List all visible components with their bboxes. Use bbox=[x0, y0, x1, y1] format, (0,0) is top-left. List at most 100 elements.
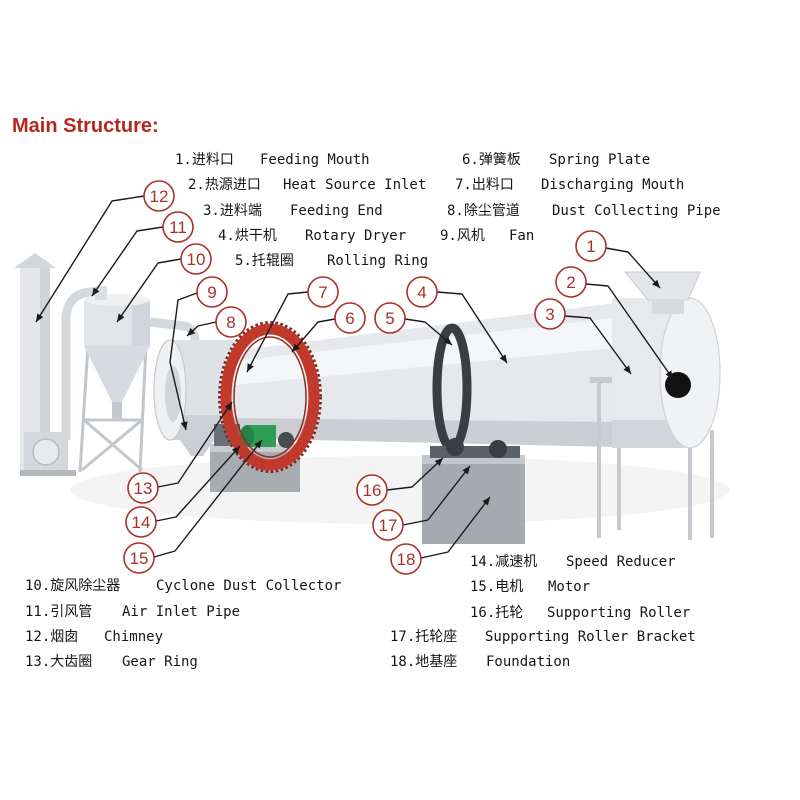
callout-number: 12 bbox=[150, 187, 169, 206]
legend-cn: 进料端 bbox=[219, 203, 262, 219]
legend-en: Rotary Dryer bbox=[305, 228, 407, 244]
legend-cn: 地基座 bbox=[415, 654, 458, 670]
legend-en: Air Inlet Pipe bbox=[122, 604, 241, 620]
legend-number: 8. bbox=[447, 203, 464, 219]
supporting-roller bbox=[489, 440, 507, 458]
gear-ring-teeth bbox=[218, 321, 322, 473]
legend-en: Foundation bbox=[486, 654, 571, 670]
leader-line-16 bbox=[386, 457, 444, 491]
cyclone-leg-left bbox=[78, 344, 90, 473]
legend-en: Gear Ring bbox=[122, 654, 198, 670]
legend-number: 12. bbox=[25, 629, 51, 645]
legend-item-rotary-dryer: 4.烘干机 Rotary Dryer bbox=[218, 227, 406, 245]
callout-17: 17 bbox=[372, 509, 404, 541]
cyclone-top bbox=[84, 294, 150, 306]
legend-number: 2. bbox=[188, 177, 205, 193]
callout-11: 11 bbox=[162, 211, 194, 243]
callout-15: 15 bbox=[123, 542, 155, 574]
callout-4: 4 bbox=[406, 276, 438, 308]
callout-12: 12 bbox=[143, 180, 175, 212]
legend-en: Fan bbox=[509, 228, 535, 244]
cyclone-outlet bbox=[112, 402, 122, 420]
callout-circle bbox=[372, 509, 404, 541]
cyclone-leg-right bbox=[138, 344, 148, 473]
cyclone-brace bbox=[81, 418, 143, 472]
legend-en: Speed Reducer bbox=[566, 554, 676, 570]
legend-number: 15. bbox=[470, 579, 496, 595]
callout-16: 16 bbox=[356, 474, 388, 506]
legend-en: Dust Collecting Pipe bbox=[552, 203, 721, 219]
legend-cn: 出料口 bbox=[471, 177, 514, 193]
legend-number: 13. bbox=[25, 654, 51, 670]
chimney-shade bbox=[40, 268, 50, 473]
leader-line-13 bbox=[157, 401, 233, 488]
callout-6: 6 bbox=[334, 302, 366, 334]
callout-circle bbox=[555, 266, 587, 298]
legend-number: 17. bbox=[390, 629, 416, 645]
drum-highlight bbox=[225, 318, 615, 386]
support-leg bbox=[688, 440, 692, 540]
callout-circle bbox=[406, 276, 438, 308]
legend-number: 4. bbox=[218, 228, 235, 244]
callout-number: 18 bbox=[397, 550, 416, 569]
leader-line-17 bbox=[402, 465, 471, 526]
leader-line-3 bbox=[564, 315, 632, 375]
support-leg bbox=[617, 380, 621, 530]
callout-circle bbox=[374, 302, 406, 334]
callout-number: 17 bbox=[379, 516, 398, 535]
leader-arrowhead-17 bbox=[462, 466, 470, 475]
rotary-drum bbox=[225, 303, 615, 447]
callout-2: 2 bbox=[555, 266, 587, 298]
heat-source-inlet bbox=[665, 372, 691, 398]
discharging-mouth bbox=[180, 440, 214, 456]
legend-number: 9. bbox=[440, 228, 457, 244]
legend-item-dust-collecting-pipe: 8.除尘管道 Dust Collecting Pipe bbox=[447, 202, 721, 220]
callout-circle bbox=[334, 302, 366, 334]
leader-arrowhead-3 bbox=[623, 365, 631, 374]
legend-number: 3. bbox=[203, 203, 220, 219]
legend-cn: 托轮座 bbox=[415, 629, 458, 645]
fan-base bbox=[20, 470, 76, 476]
legend-cn: 除尘管道 bbox=[463, 203, 520, 219]
cyclone-top-outlet bbox=[95, 286, 107, 300]
legend-number: 7. bbox=[455, 177, 472, 193]
hopper bbox=[623, 271, 701, 301]
cyclone-cylinder-shade bbox=[132, 300, 150, 346]
leader-arrowhead-13 bbox=[224, 402, 232, 411]
motor bbox=[246, 425, 276, 447]
right-foundation bbox=[422, 455, 525, 544]
legend-cn: 托辊圈 bbox=[251, 253, 294, 269]
leader-lines bbox=[35, 195, 674, 559]
legend-cn: 烘干机 bbox=[234, 228, 277, 244]
callout-number: 10 bbox=[187, 250, 206, 269]
callout-number: 7 bbox=[318, 283, 327, 302]
leader-arrowhead-18 bbox=[482, 497, 490, 506]
legend-cn: 托轮 bbox=[495, 605, 524, 621]
legend-number: 14. bbox=[470, 554, 496, 570]
leader-arrowhead-6 bbox=[292, 343, 300, 352]
legend-en: Motor bbox=[548, 579, 591, 595]
leader-line-6 bbox=[291, 318, 336, 353]
callout-circle bbox=[162, 211, 194, 243]
legend-number: 1. bbox=[175, 152, 192, 168]
legend-en: Discharging Mouth bbox=[541, 177, 685, 193]
fan bbox=[20, 432, 76, 476]
legend-en: Chimney bbox=[104, 629, 164, 645]
cyclone-cone bbox=[84, 346, 150, 402]
leader-arrowhead-11 bbox=[92, 287, 100, 296]
callout-5: 5 bbox=[374, 302, 406, 334]
leader-line-10 bbox=[116, 258, 182, 323]
callout-9: 9 bbox=[196, 276, 228, 308]
callout-number: 13 bbox=[134, 479, 153, 498]
hood-inner bbox=[165, 366, 181, 422]
foundation-block bbox=[422, 464, 525, 544]
leader-arrowhead-16 bbox=[434, 458, 443, 467]
leader-arrowhead-2 bbox=[665, 370, 673, 379]
callouts: 1 2 3 4 5 6 7 8 9 10 11 12 13 14 15 16 1… bbox=[123, 180, 607, 575]
callout-13: 13 bbox=[127, 472, 159, 504]
leader-line-7 bbox=[246, 291, 309, 373]
callout-number: 16 bbox=[363, 481, 382, 500]
leader-line-15 bbox=[153, 439, 263, 558]
legend-en: Cyclone Dust Collector bbox=[156, 578, 342, 594]
